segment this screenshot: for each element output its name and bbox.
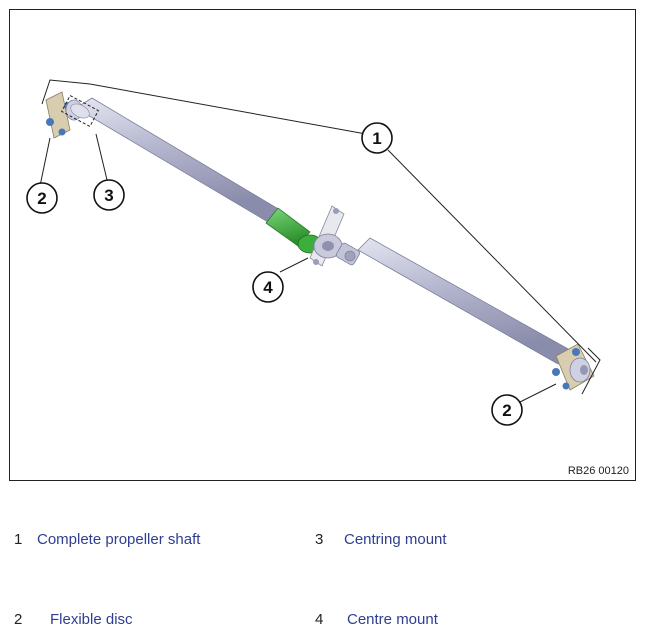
green-tapered-section (265, 207, 311, 247)
callout-2-rear: 2 (491, 394, 523, 426)
figure-id: RB26 00120 (567, 465, 629, 477)
rear-shaft-tube (357, 237, 571, 365)
legend-number: 2 (14, 611, 23, 628)
callout-3: 3 (93, 179, 125, 211)
callout-1: 1 (361, 122, 393, 154)
legend-number: 3 (315, 531, 324, 548)
leader-lines (39, 79, 601, 404)
svg-text:2: 2 (502, 401, 511, 420)
legend-text: Flexible disc (50, 611, 133, 628)
callout-2-front: 2 (26, 182, 58, 214)
legend-text: Complete propeller shaft (37, 531, 201, 548)
svg-text:3: 3 (104, 186, 113, 205)
legend-text: Centre mount (347, 611, 438, 628)
legend-number: 1 (14, 531, 23, 548)
svg-text:4: 4 (263, 278, 273, 297)
propeller-shaft-illustration: 1 2 3 2 4 (26, 79, 601, 426)
centring-mount (60, 94, 100, 128)
legend-text: Centring mount (344, 531, 447, 548)
svg-text:1: 1 (372, 129, 381, 148)
legend-number: 4 (315, 611, 324, 628)
callout-4: 4 (252, 271, 284, 303)
universal-joint (336, 242, 360, 266)
centre-mount (309, 205, 345, 267)
rear-flexible-disc (552, 343, 595, 391)
diagram-figure: 1 2 3 2 4 RB26 00120 (9, 9, 636, 481)
svg-text:2: 2 (37, 189, 46, 208)
